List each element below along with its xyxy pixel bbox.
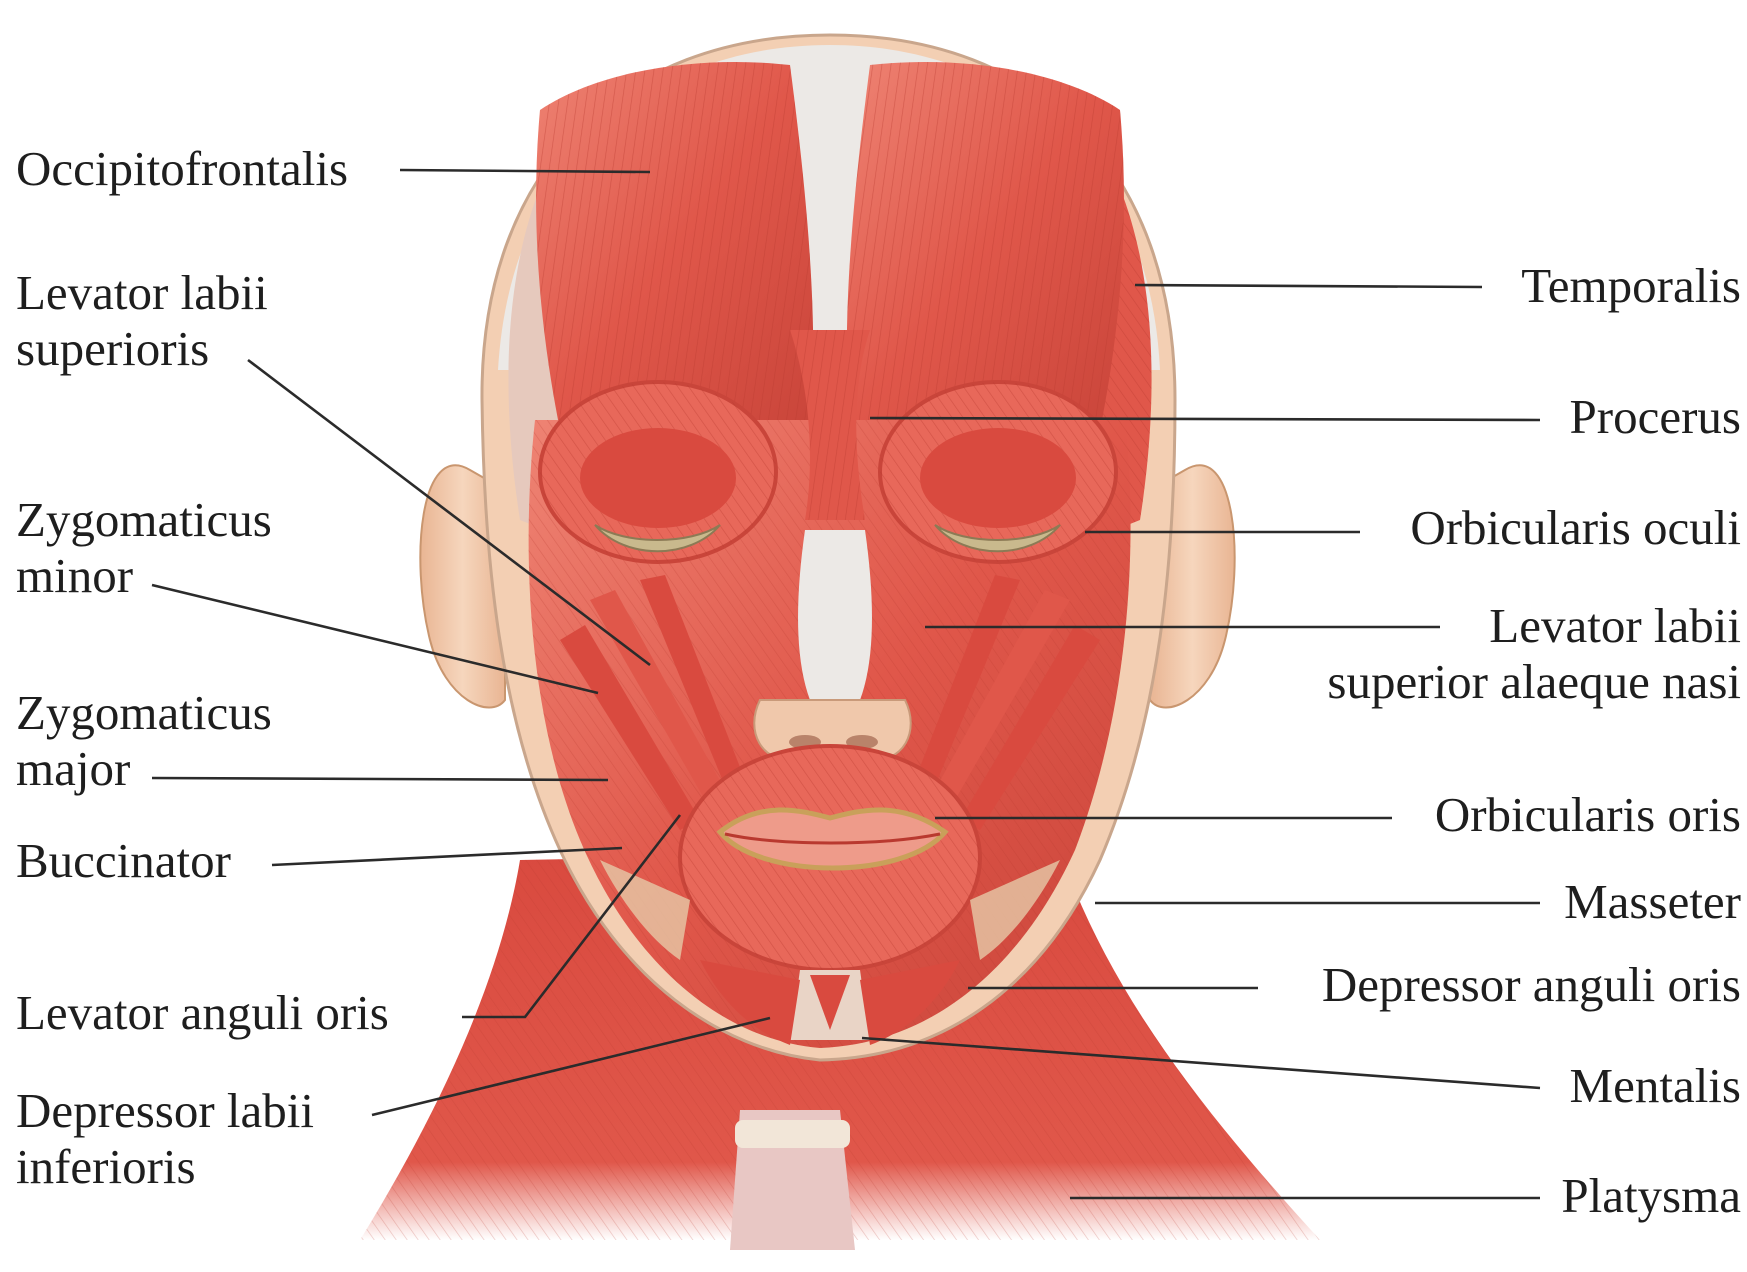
nasal-cartilage: [798, 530, 872, 700]
label-orbicularis-oris: Orbicularis oris: [1435, 787, 1741, 843]
label-mentalis: Mentalis: [1570, 1058, 1741, 1114]
label-platysma: Platysma: [1561, 1168, 1741, 1224]
label-zygomaticus-major: Zygomaticus major: [16, 685, 272, 797]
label-masseter: Masseter: [1564, 874, 1741, 930]
label-depressor-anguli-oris: Depressor anguli oris: [1322, 957, 1741, 1013]
label-temporalis: Temporalis: [1521, 258, 1741, 314]
label-orbicularis-oculi: Orbicularis oculi: [1410, 500, 1741, 556]
label-depressor-labii-inferioris: Depressor labii inferioris: [16, 1083, 314, 1195]
label-levator-anguli-oris: Levator anguli oris: [16, 985, 389, 1041]
label-levator-labii-superior-alaeque-nasi: Levator labii superior alaeque nasi: [1327, 598, 1741, 710]
label-levator-labii-superioris: Levator labii superioris: [16, 265, 268, 377]
label-procerus: Procerus: [1570, 389, 1741, 445]
label-zygomaticus-minor: Zygomaticus minor: [16, 492, 272, 604]
label-buccinator: Buccinator: [16, 833, 231, 889]
label-occipitofrontalis: Occipitofrontalis: [16, 141, 348, 197]
leader-temporalis: [1135, 285, 1482, 287]
